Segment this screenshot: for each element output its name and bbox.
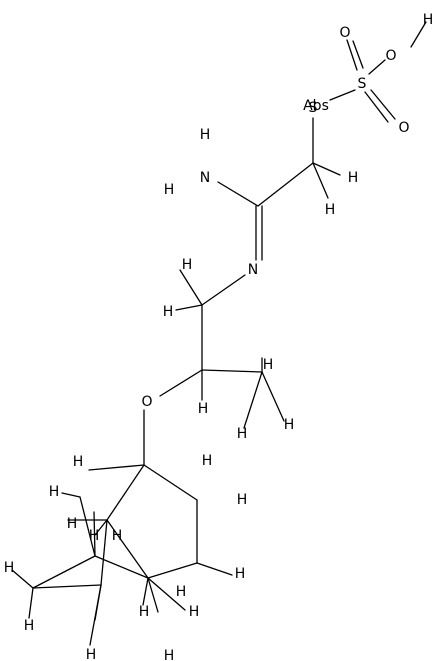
- bond-2: [346, 39, 358, 71]
- atom-label-ad-h15: H: [164, 648, 175, 661]
- atom-label-ad-h6: H: [202, 453, 213, 469]
- atom-label-nh2-h2: H: [164, 182, 175, 198]
- bond-22: [261, 371, 285, 422]
- bond-40: [32, 555, 96, 589]
- bond-5: [364, 91, 389, 123]
- atom-label-imine-n: N: [248, 262, 258, 278]
- bond-11: [217, 181, 259, 207]
- atom-label-ad-h5: H: [112, 528, 123, 544]
- atom-label-ad-h12: H: [86, 647, 97, 661]
- bond-44: [147, 577, 186, 611]
- atom-label-ch2-h1: H: [348, 170, 359, 186]
- bond-6: [329, 89, 356, 101]
- atom-label-so-s: S: [358, 76, 367, 92]
- atom-label-ad-h7: H: [237, 492, 248, 508]
- bond-23: [243, 371, 263, 429]
- atom-label-ch-h: H: [198, 401, 209, 417]
- bond-46: [61, 492, 81, 498]
- bond-14: [201, 274, 246, 306]
- bond-42: [79, 496, 96, 557]
- atom-label-ad-h3: H: [67, 516, 78, 532]
- bond-1: [368, 59, 386, 75]
- atom-label-abs: Abs: [303, 98, 329, 114]
- bond-33: [106, 519, 149, 579]
- bond-38: [11, 569, 34, 589]
- bond-32: [94, 519, 108, 536]
- bond-9: [312, 162, 329, 199]
- atom-label-so-o1: O: [339, 25, 350, 41]
- bond-34: [100, 519, 108, 586]
- bond-10: [257, 162, 314, 207]
- atom-label-oh-h: H: [423, 12, 434, 28]
- bond-20: [201, 369, 263, 373]
- atom-label-ch2b-h1: H: [182, 257, 193, 273]
- atom-label-ad-h1: H: [73, 454, 84, 470]
- atom-label-nh2-h1: H: [200, 127, 211, 143]
- bond-16: [175, 304, 203, 311]
- bond-41: [93, 511, 96, 557]
- atom-label-me-h1: H: [263, 357, 274, 373]
- bond-8: [312, 162, 341, 176]
- atom-label-thio-s: S: [309, 100, 318, 116]
- bond-18: [159, 369, 203, 397]
- bond-45: [147, 577, 159, 613]
- bond-39: [28, 587, 34, 619]
- atom-label-ad-h8: H: [235, 566, 246, 582]
- atom-label-me-h2: H: [284, 417, 295, 433]
- atom-label-ad-h11: H: [24, 618, 35, 634]
- bond-3: [352, 40, 364, 69]
- atom-label-me-h3: H: [237, 426, 248, 442]
- atom-label-ad-h2: H: [49, 484, 60, 500]
- bond-4: [370, 89, 396, 120]
- bond-47: [142, 577, 149, 606]
- atom-label-oh-o: O: [385, 48, 396, 64]
- bond-30: [106, 464, 145, 521]
- atom-label-ch2b-h2: H: [163, 304, 174, 320]
- atom-label-so-o2: O: [398, 120, 409, 136]
- bonds: [11, 21, 427, 646]
- bond-37: [32, 584, 102, 589]
- bond-27: [147, 562, 198, 579]
- bond-43: [94, 555, 149, 579]
- atom-label-ch2-h2: H: [325, 202, 336, 218]
- atom-label-ad-h4: H: [89, 528, 100, 544]
- atom-label-ad-h13: H: [139, 604, 150, 620]
- atom-label-ad-h14: H: [189, 604, 200, 620]
- atom-label-ether-o: O: [141, 394, 152, 410]
- bond-0: [410, 21, 427, 48]
- atom-label-ad-h9: H: [176, 584, 187, 600]
- bond-15: [179, 269, 203, 306]
- atom-label-ad-h10: H: [4, 560, 15, 576]
- bond-36: [94, 584, 102, 621]
- bond-28: [196, 562, 233, 576]
- bond-29: [88, 464, 145, 471]
- atom-label-nh2-n: N: [200, 170, 210, 186]
- bond-25: [143, 464, 198, 501]
